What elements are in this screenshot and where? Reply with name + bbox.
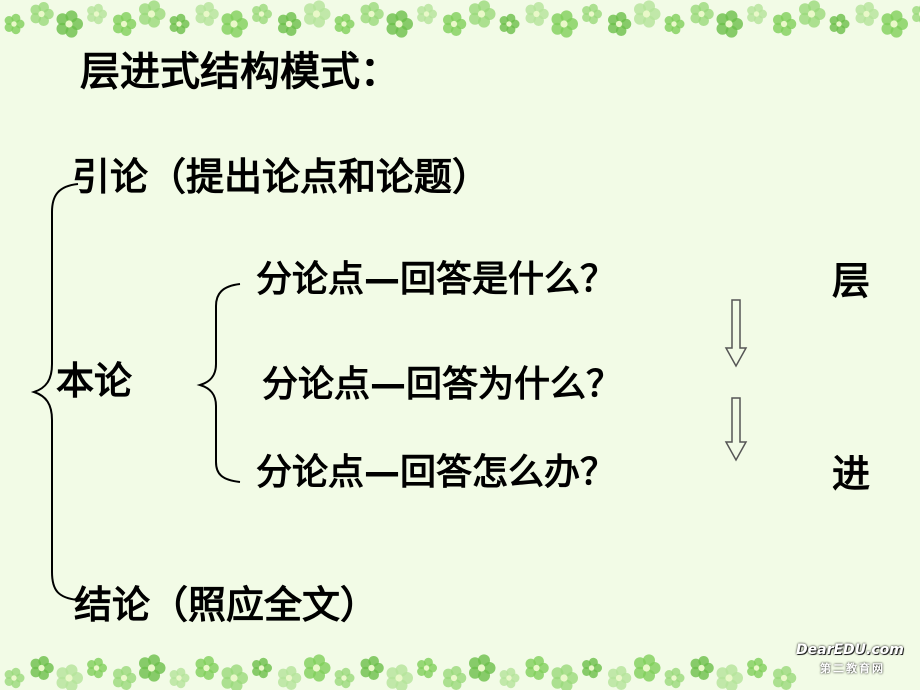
flower-icon <box>252 3 272 25</box>
flower-icon <box>634 0 661 28</box>
side-label-top: 层 <box>832 259 871 303</box>
flower-icon <box>30 2 54 26</box>
logo-subtitle: 第二教育网 <box>820 662 885 675</box>
main-body-label: 本论 <box>56 359 133 403</box>
flower-icon <box>608 666 632 690</box>
flower-icon <box>221 664 248 690</box>
flower-icon <box>4 667 25 689</box>
flower-icon <box>278 666 302 690</box>
flower-icon <box>469 654 496 682</box>
flower-icon <box>747 657 767 679</box>
flower-icon <box>169 667 190 689</box>
flower-icon <box>499 13 520 35</box>
flower-icon <box>30 656 54 680</box>
flower-icon <box>773 11 797 36</box>
flower-icon <box>799 0 826 28</box>
down-arrow-icon <box>724 397 748 462</box>
flower-icon <box>582 3 602 25</box>
flower-icon <box>690 656 714 680</box>
flower-icon <box>525 656 549 680</box>
flower-icon <box>169 13 190 35</box>
flower-icon <box>664 667 685 689</box>
flower-icon <box>525 2 549 26</box>
flower-icon <box>469 0 496 28</box>
flower-icon <box>113 11 137 36</box>
flower-icon <box>4 13 25 35</box>
flower-icon <box>664 13 685 35</box>
flower-icon <box>417 657 437 679</box>
flower-icon <box>386 664 413 690</box>
flower-icon <box>195 656 219 680</box>
flower-icon <box>360 2 384 26</box>
flower-icon <box>334 13 355 35</box>
conclusion-text: 结论（照应全文） <box>74 583 379 627</box>
flower-icon <box>608 11 632 36</box>
sub-point-2: 分论点—回答为什么？ <box>262 364 623 405</box>
flower-icon <box>551 664 578 690</box>
flower-icon <box>87 3 107 25</box>
flower-icon <box>855 2 879 26</box>
slide-title: 层进式结构模式： <box>80 49 400 95</box>
flower-icon <box>443 666 467 690</box>
flower-icon <box>386 10 413 38</box>
flower-icon <box>87 657 107 679</box>
flower-icon <box>747 3 767 25</box>
down-arrow-icon <box>724 299 748 368</box>
side-label-bottom: 进 <box>832 452 871 496</box>
flower-icon <box>634 654 661 682</box>
flower-icon <box>716 664 743 690</box>
flower-icon <box>551 10 578 38</box>
flower-icon <box>773 666 797 690</box>
flower-icon <box>56 664 83 690</box>
flower-icon <box>278 11 302 36</box>
flower-icon <box>443 11 467 36</box>
flower-icon <box>417 3 437 25</box>
flower-icon <box>304 0 331 28</box>
flower-icon <box>113 666 137 690</box>
flower-icon <box>716 10 743 38</box>
flower-icon <box>881 10 908 38</box>
small-brace-icon <box>196 283 241 483</box>
top-flower-border <box>4 0 920 38</box>
flower-icon <box>829 13 850 35</box>
flower-icon <box>56 10 83 38</box>
large-brace-icon <box>30 183 79 601</box>
flower-icon <box>360 656 384 680</box>
flower-icon <box>195 2 219 26</box>
flower-icon <box>139 0 166 28</box>
flower-icon <box>334 667 355 689</box>
flower-icon <box>221 10 248 38</box>
bottom-flower-border <box>4 654 797 690</box>
dearedu-logo: DearEDU.com 第二教育网 <box>796 642 908 680</box>
flower-icon <box>499 667 520 689</box>
flower-icon <box>252 657 272 679</box>
sub-point-3: 分论点—回答怎么办？ <box>256 452 617 493</box>
logo-name: DearEDU.com <box>796 642 904 658</box>
introduction-text: 引论（提出论点和论题） <box>72 155 491 199</box>
flower-icon <box>582 657 602 679</box>
flower-icon <box>139 654 166 682</box>
flower-icon <box>304 654 331 682</box>
flower-icon <box>690 2 714 26</box>
sub-point-1: 分论点—回答是什么？ <box>256 259 617 300</box>
